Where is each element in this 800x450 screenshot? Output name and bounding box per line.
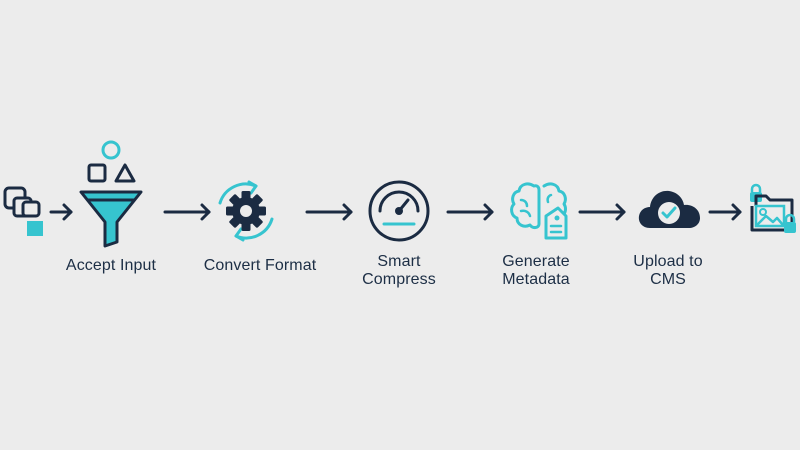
flow-arrow — [163, 202, 213, 222]
input-files-icon — [2, 182, 48, 242]
image-folder-lock-icon — [746, 183, 798, 238]
step-label-generate-metadata: Generate Metadata — [502, 253, 570, 288]
flow-arrow — [708, 202, 744, 222]
flow-arrow — [446, 202, 496, 222]
step-label-upload-to-cms: Upload to CMS — [633, 253, 703, 288]
step-label-accept-input: Accept Input — [65, 257, 157, 274]
gear-cycle-icon — [213, 178, 279, 244]
flow-arrow — [578, 202, 628, 222]
cloud-check-icon — [636, 184, 704, 236]
funnel-icon — [76, 138, 146, 250]
flow-arrow — [49, 202, 75, 222]
flow-arrow — [305, 202, 355, 222]
brain-tag-icon — [508, 180, 570, 244]
gauge-icon — [366, 178, 432, 244]
step-label-smart-compress: Smart Compress — [362, 253, 436, 288]
step-label-convert-format: Convert Format — [203, 257, 317, 274]
